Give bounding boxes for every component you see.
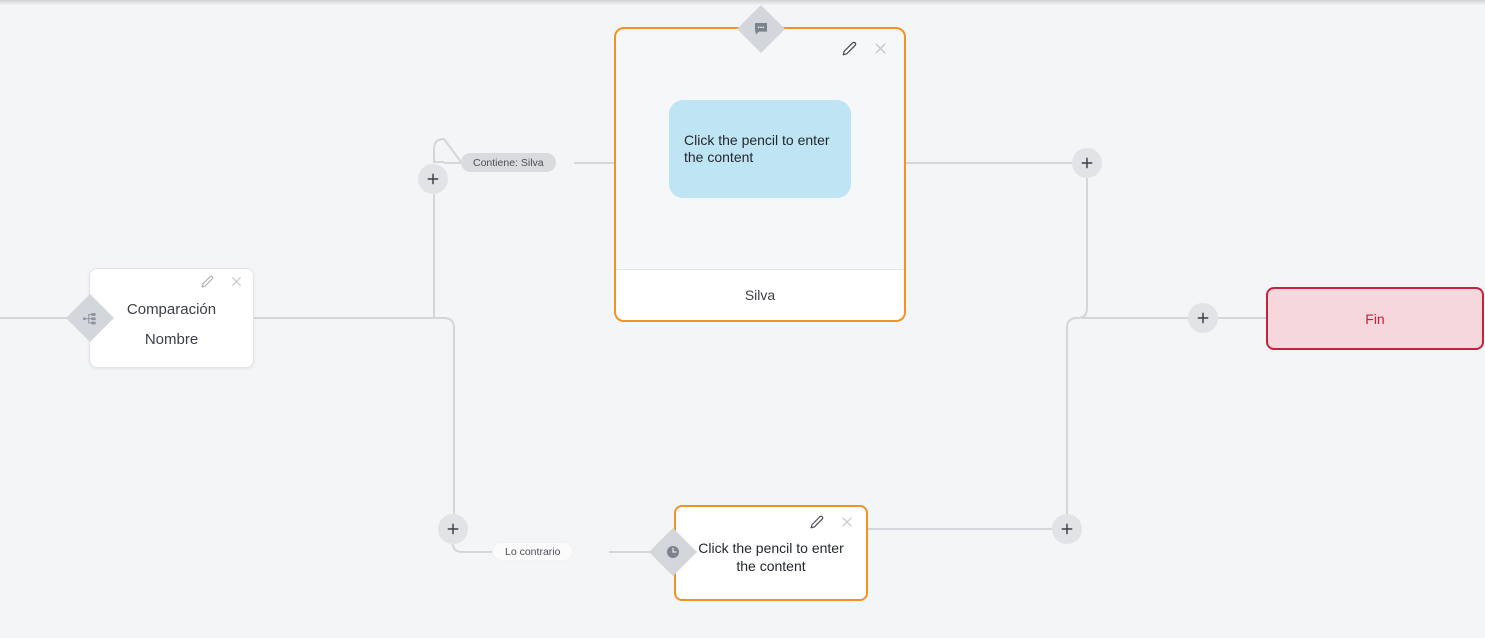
pencil-icon[interactable] [842,41,857,56]
clock-glyph [665,544,681,560]
sitemap-branch-glyph [83,311,98,326]
add-node-button-end[interactable] [1188,303,1218,333]
node-comparison-tools [201,275,243,288]
close-icon[interactable] [230,275,243,288]
node-message[interactable]: Click the pencil to enter the content Si… [614,27,906,322]
clock-icon[interactable] [648,527,698,577]
plus-icon [1081,157,1093,169]
node-message-body: Click the pencil to enter the content [616,29,904,269]
plus-icon [1061,523,1073,535]
node-comparison-title: Comparación [126,300,217,318]
chat-bubble-icon[interactable] [736,4,786,54]
add-node-button-top-left[interactable] [418,164,448,194]
edge-label-branch-true[interactable]: Contiene: Silva [461,153,556,172]
node-comparison-subtitle: Nombre [144,330,199,348]
node-delay[interactable]: Click the pencil to enter the content [674,505,868,601]
add-node-button-bottom-right[interactable] [1052,514,1082,544]
node-delay-tools [810,515,854,529]
plus-icon [427,173,439,185]
plus-icon [1197,312,1209,324]
chat-bubble-glyph [753,21,769,37]
close-icon[interactable] [840,515,854,529]
node-comparison[interactable]: Comparación Nombre [89,268,254,368]
node-message-tools [842,41,888,56]
pencil-icon[interactable] [201,275,214,288]
window-top-strip [0,0,1485,5]
node-end-label: Fin [1365,310,1385,327]
sitemap-branch-icon[interactable] [65,293,115,343]
add-node-button-bottom-left[interactable] [438,514,468,544]
add-node-button-top-right[interactable] [1072,148,1102,178]
close-icon[interactable] [873,41,888,56]
edge-label-branch-false[interactable]: Lo contrario [492,542,574,561]
node-message-footer: Silva [616,269,904,320]
node-delay-caption: Click the pencil to enter the content [698,540,844,574]
pencil-icon[interactable] [810,515,824,529]
plus-icon [447,523,459,535]
node-end[interactable]: Fin [1266,287,1484,350]
message-bubble[interactable]: Click the pencil to enter the content [669,100,851,198]
